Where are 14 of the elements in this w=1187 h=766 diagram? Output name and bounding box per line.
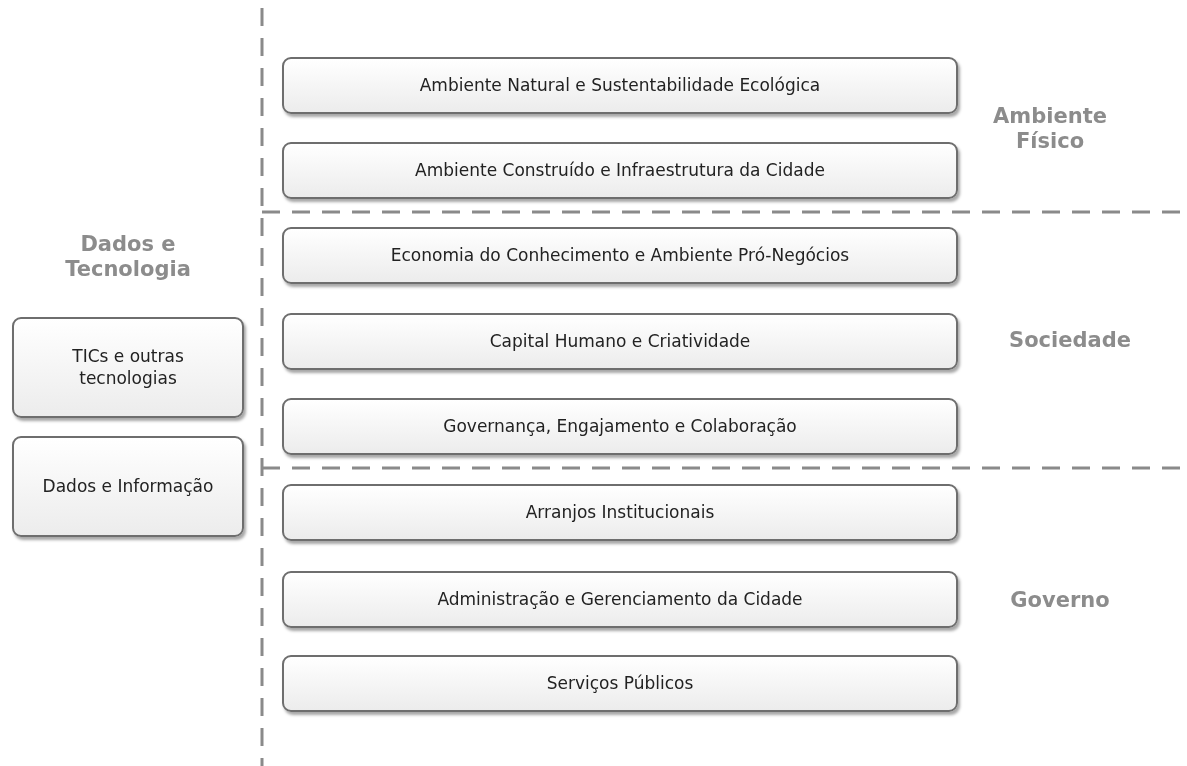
process-box: Governança, Engajamento e Colaboração xyxy=(282,398,958,455)
process-box: Serviços Públicos xyxy=(282,655,958,712)
process-box: Administração e Gerenciamento da Cidade xyxy=(282,571,958,628)
process-box: Capital Humano e Criatividade xyxy=(282,313,958,370)
group-label: Sociedade xyxy=(1008,328,1132,354)
process-box: Dados e Informação xyxy=(12,436,244,537)
process-box: Arranjos Institucionais xyxy=(282,484,958,541)
group-label: Governo xyxy=(1009,588,1111,614)
process-box: Economia do Conhecimento e Ambiente Pró-Negócios xyxy=(282,227,958,284)
process-box: Ambiente Natural e Sustentabilidade Ecológica xyxy=(282,57,958,114)
process-box: TICs e outras tecnologias xyxy=(12,317,244,418)
group-label: Dados e Tecnologia xyxy=(64,232,192,283)
process-box: Ambiente Construído e Infraestrutura da Cidade xyxy=(282,142,958,199)
group-label: Ambiente Físico xyxy=(992,104,1108,155)
